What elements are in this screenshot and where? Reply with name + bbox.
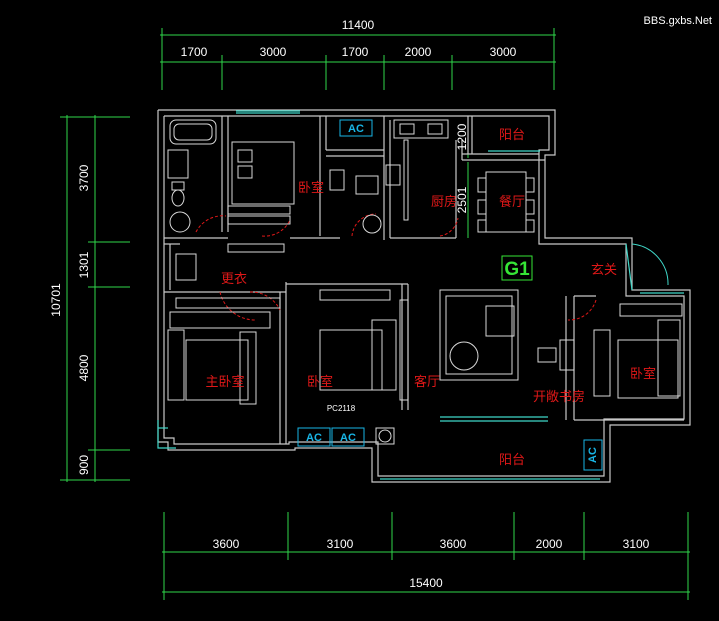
entrance-door-icon (631, 243, 669, 286)
room-entrance: 玄关 (591, 263, 617, 278)
dim-top-3: 1700 (342, 45, 369, 59)
room-dressing: 更衣 (221, 271, 247, 287)
dim-inner-2501: 2501 (455, 186, 469, 213)
dim-top-total: 11400 (342, 18, 375, 32)
dim-bottom-total: 15400 (409, 576, 443, 590)
dim-bottom-5: 3100 (623, 537, 650, 551)
dim-top-2: 3000 (260, 45, 287, 59)
dim-left-2: 1301 (77, 251, 91, 278)
watermark: BBS.gxbs.Net (644, 15, 712, 27)
dim-top-1: 1700 (181, 45, 208, 59)
ac-box-1 (339, 119, 373, 137)
dim-bottom-3: 3600 (440, 537, 467, 551)
doors (195, 213, 597, 321)
room-balcony-bottom: 阳台 (499, 453, 525, 468)
window-code: PC2118 (327, 404, 356, 413)
dim-left-1: 3700 (77, 164, 91, 191)
room-bedroom-right: 卧室 (630, 366, 656, 382)
ac-box-4 (583, 439, 603, 471)
dim-top-5: 3000 (490, 45, 517, 59)
unit-label-frame (501, 255, 533, 281)
furniture (167, 119, 683, 445)
dim-bottom-2: 3100 (327, 537, 354, 551)
room-bedroom-mid: 卧室 (307, 374, 333, 390)
room-balcony-top: 阳台 (499, 128, 525, 143)
ac-box-3 (331, 427, 365, 447)
unit-label: G1 (504, 259, 530, 280)
room-living: 客厅 (414, 374, 440, 390)
ac-label-2: AC (306, 432, 322, 444)
ac-label-1: AC (348, 123, 364, 135)
ac-box-2 (297, 427, 331, 447)
room-master-bedroom: 主卧室 (205, 374, 244, 390)
dim-inner-1200: 1200 (455, 123, 469, 150)
windows (157, 110, 684, 480)
dim-left-total: 10701 (49, 283, 63, 317)
dimension-lines (60, 28, 690, 600)
room-bedroom-top: 卧室 (298, 180, 324, 196)
ac-label-3: AC (340, 432, 356, 444)
dim-top-4: 2000 (405, 45, 432, 59)
dim-bottom-4: 2000 (536, 537, 563, 551)
dim-left-4: 900 (77, 455, 91, 475)
room-kitchen: 厨房 (431, 194, 457, 210)
room-dining: 餐厅 (499, 194, 525, 210)
dim-left-3: 4800 (77, 354, 91, 381)
ac-label-4: AC (587, 447, 599, 463)
dim-bottom-1: 3600 (213, 537, 240, 551)
room-study: 开敞书房 (533, 389, 585, 405)
